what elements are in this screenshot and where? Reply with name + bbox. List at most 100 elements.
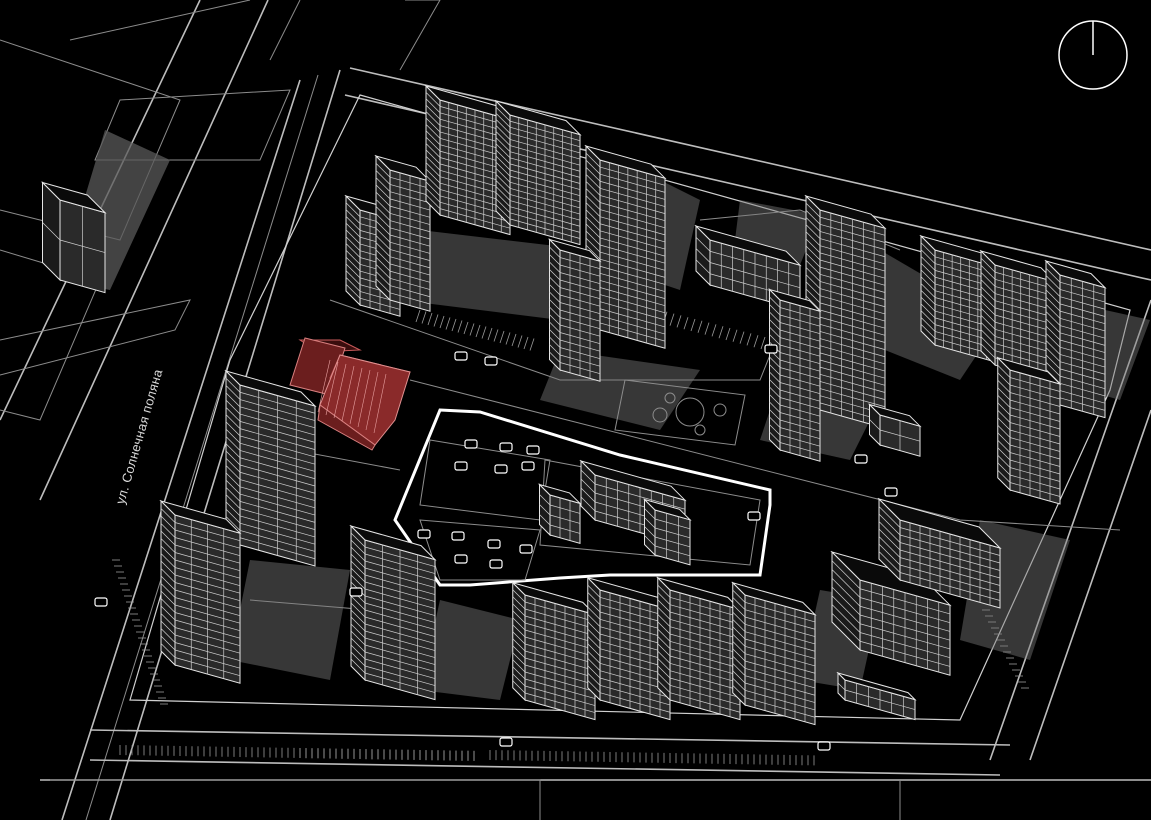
facade-line bbox=[657, 636, 671, 649]
facade-line bbox=[1009, 482, 1061, 497]
facade-line bbox=[769, 326, 781, 338]
facade-line bbox=[920, 276, 936, 291]
facade-line bbox=[587, 636, 601, 649]
residential-tower bbox=[511, 581, 597, 721]
facade-line bbox=[425, 194, 441, 209]
facade-line bbox=[425, 175, 441, 190]
tower-roof bbox=[374, 155, 432, 183]
facade-line bbox=[549, 299, 561, 311]
facade-line bbox=[980, 279, 996, 294]
facade-line bbox=[495, 161, 511, 177]
parking-stripe bbox=[683, 317, 689, 330]
facade-line bbox=[1045, 354, 1061, 370]
road-edge bbox=[1029, 409, 1151, 761]
facade-line bbox=[585, 188, 601, 203]
facade-line bbox=[997, 455, 1011, 468]
facade-line bbox=[225, 479, 241, 495]
facade-line bbox=[994, 293, 1056, 311]
parking-stripe bbox=[457, 320, 463, 333]
facade-line bbox=[695, 237, 711, 252]
facade-line bbox=[495, 180, 511, 195]
facade-line bbox=[587, 672, 601, 686]
facade-line bbox=[425, 98, 441, 114]
facade-line bbox=[732, 677, 746, 691]
facade-line bbox=[599, 301, 666, 321]
car bbox=[526, 445, 540, 455]
facade-line bbox=[350, 539, 366, 555]
facade-line bbox=[920, 317, 936, 332]
facade-line bbox=[1045, 347, 1061, 362]
facade-line bbox=[831, 595, 861, 624]
tower-roof bbox=[877, 498, 1002, 549]
facade-line bbox=[425, 187, 441, 203]
facade-line bbox=[580, 487, 596, 503]
facade-line bbox=[657, 606, 671, 620]
facade-line bbox=[585, 223, 601, 239]
residential-tower bbox=[537, 483, 582, 545]
facade-line bbox=[225, 472, 241, 488]
facade-line bbox=[160, 590, 176, 606]
facade-line bbox=[524, 671, 596, 692]
facade-line bbox=[805, 288, 821, 304]
tower-roof bbox=[867, 403, 922, 428]
residential-tower bbox=[836, 671, 917, 721]
facade-line bbox=[425, 162, 441, 177]
parking-stripe bbox=[433, 314, 439, 327]
facade-line bbox=[644, 535, 656, 547]
facade-line bbox=[744, 675, 816, 696]
facade-line bbox=[225, 392, 241, 408]
facade-line bbox=[225, 494, 241, 509]
facade-line bbox=[1009, 467, 1061, 482]
facade-line bbox=[495, 125, 511, 140]
facade-line bbox=[587, 614, 601, 627]
facade-line bbox=[345, 209, 361, 224]
facade-line bbox=[980, 257, 996, 273]
facade-line bbox=[997, 410, 1011, 423]
facade-line bbox=[878, 551, 901, 573]
facade-line bbox=[997, 372, 1011, 386]
residential-tower bbox=[804, 194, 887, 429]
facade-line bbox=[160, 545, 176, 561]
facade-line bbox=[512, 673, 526, 687]
facade-line bbox=[732, 597, 746, 610]
facade-line bbox=[878, 506, 901, 528]
facade-line bbox=[654, 536, 691, 548]
parking-stripe bbox=[415, 309, 421, 323]
facade-line bbox=[585, 209, 601, 224]
facade-line bbox=[350, 602, 366, 618]
facade-line bbox=[769, 371, 781, 383]
facade-line bbox=[345, 216, 361, 231]
facade-line bbox=[980, 329, 996, 344]
proposed-building bbox=[289, 337, 411, 451]
facade-line bbox=[769, 319, 781, 331]
facade-line bbox=[920, 296, 936, 312]
residential-tower bbox=[40, 181, 107, 294]
facade-line bbox=[225, 378, 241, 393]
facade-line bbox=[549, 336, 561, 348]
facade-line bbox=[669, 677, 741, 698]
facade-line bbox=[599, 258, 666, 278]
facade-line bbox=[512, 659, 526, 673]
facade-line bbox=[657, 665, 671, 679]
tower-front-wall bbox=[524, 594, 596, 721]
facade-line bbox=[425, 149, 441, 165]
parking-stripe bbox=[481, 326, 487, 339]
facade-line bbox=[587, 650, 601, 664]
facade-line bbox=[375, 184, 391, 200]
facade-line bbox=[997, 432, 1011, 446]
facade-line bbox=[669, 692, 741, 713]
facade-line bbox=[524, 678, 596, 699]
facade-line bbox=[587, 584, 601, 598]
tower-roof bbox=[494, 100, 582, 136]
facade-line bbox=[994, 271, 1056, 290]
road-edge bbox=[89, 729, 1011, 746]
facade-line bbox=[1009, 392, 1061, 407]
facade-line bbox=[539, 504, 551, 516]
facade-line bbox=[375, 242, 391, 257]
facade-line bbox=[549, 291, 561, 303]
facade-line bbox=[805, 281, 821, 296]
car bbox=[764, 344, 778, 354]
facade-line bbox=[375, 249, 391, 265]
facade-line bbox=[920, 269, 936, 285]
facade-line bbox=[375, 235, 391, 250]
